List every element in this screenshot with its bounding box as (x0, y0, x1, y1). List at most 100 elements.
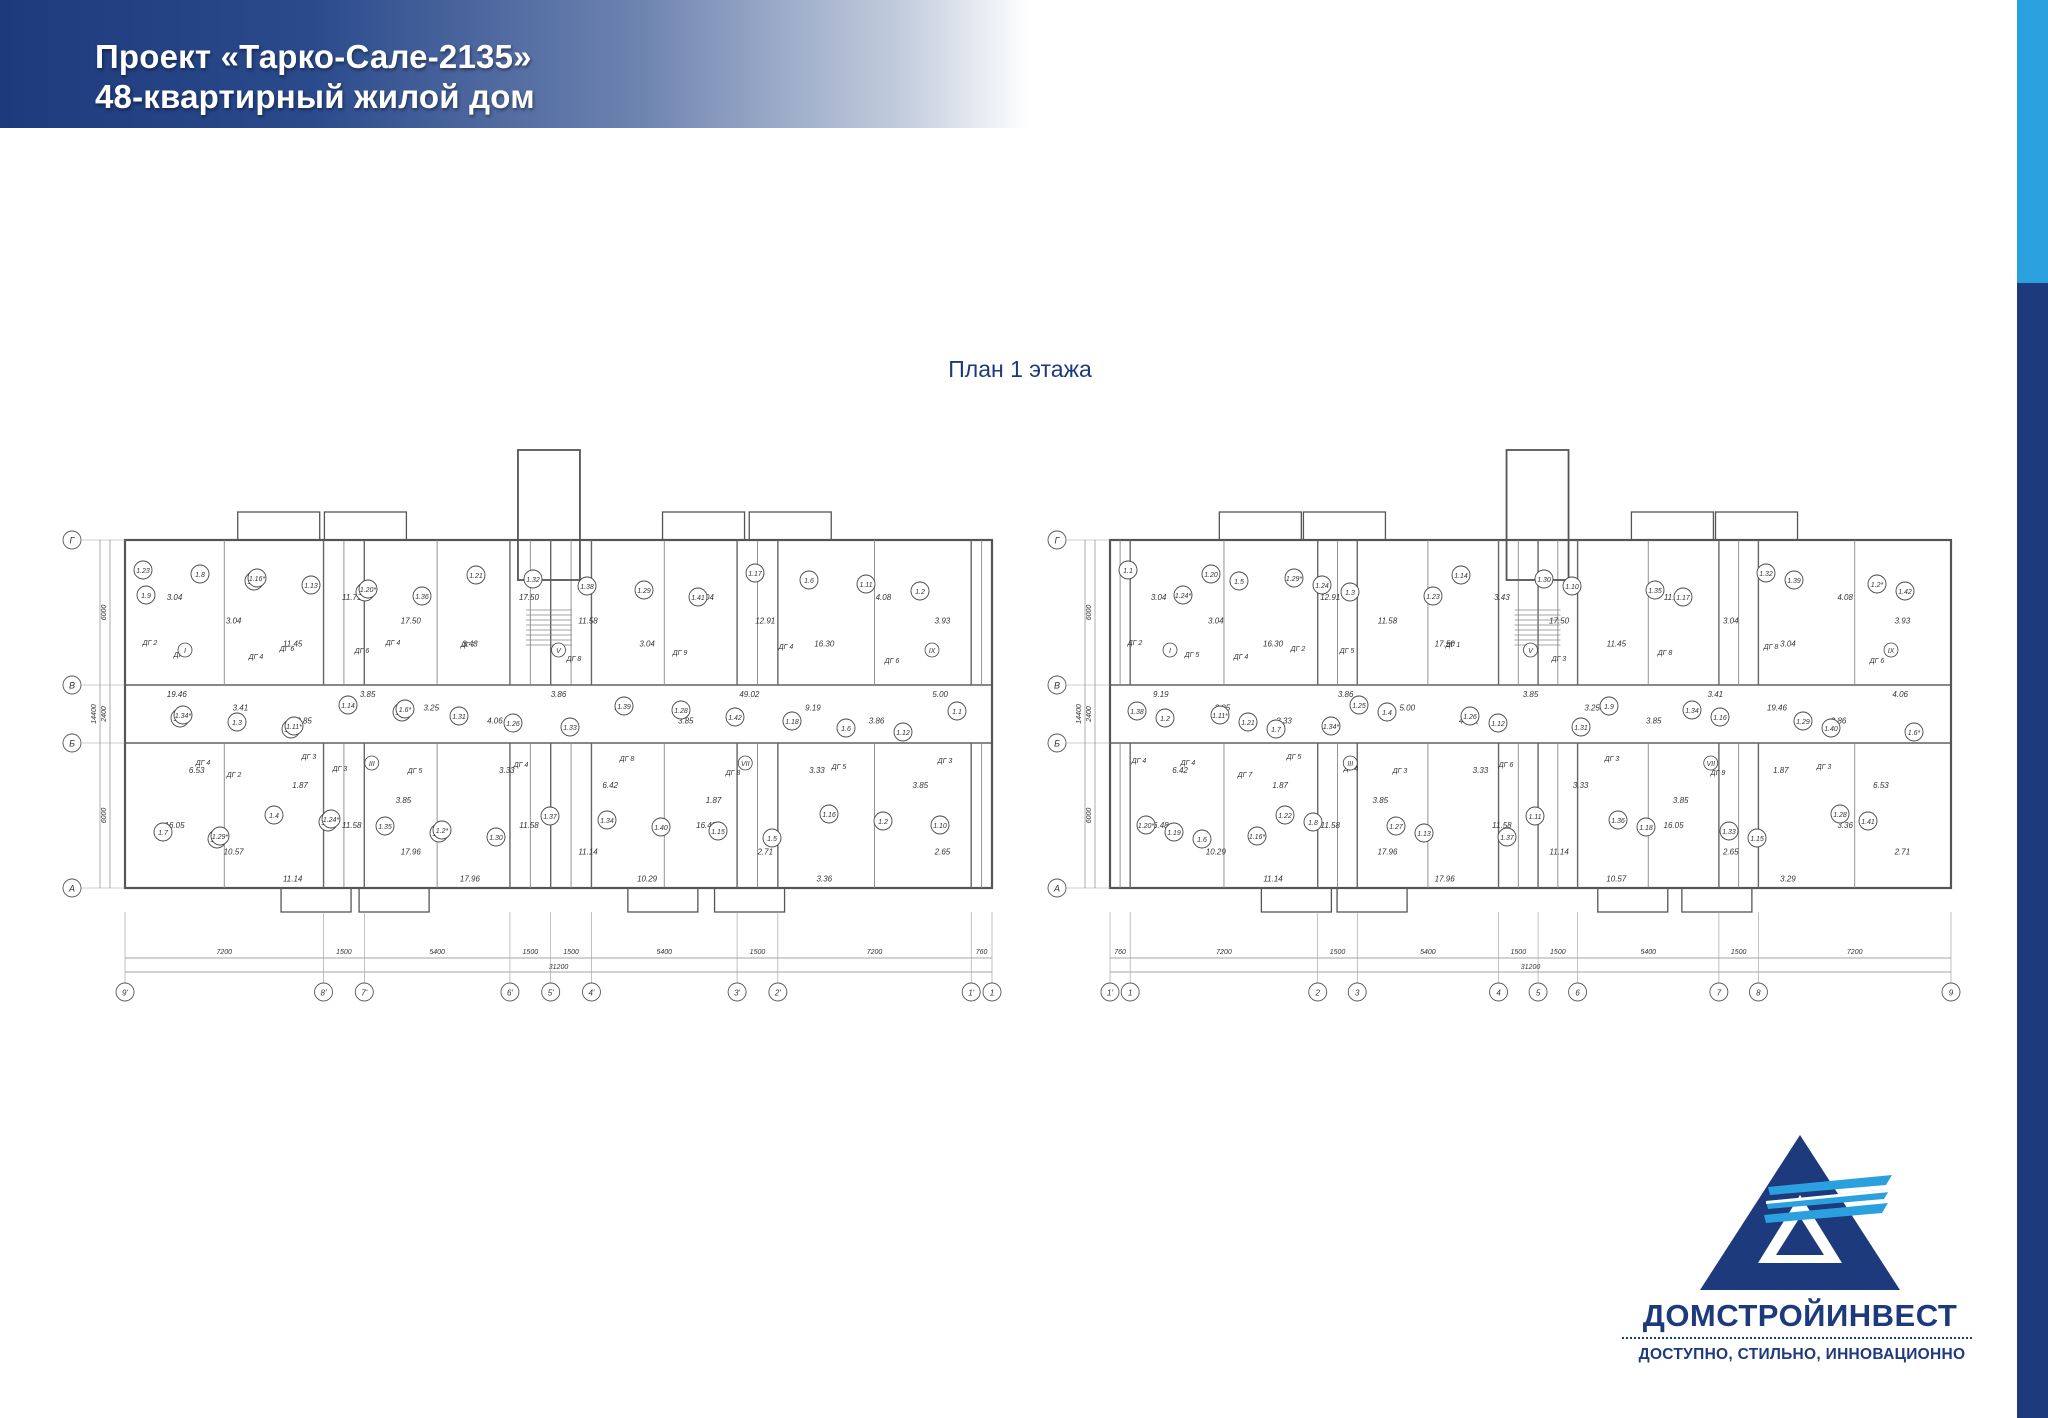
room-number-tag (1562, 576, 1582, 596)
room-number-label: 1.25 (1352, 703, 1366, 710)
room-number-label: 1.16 (1713, 715, 1727, 722)
room-number-tag (910, 581, 930, 601)
column-axis-marker (768, 982, 788, 1002)
room-number-tag (1525, 806, 1545, 826)
room-number-tag (301, 575, 321, 595)
door-tag-label: ДГ 2 (1127, 640, 1143, 647)
room-number-label: 1.6* (1908, 730, 1921, 737)
zone-tag (737, 755, 753, 771)
room-number-tag (836, 718, 856, 738)
column-dimension-label: 1500 (1511, 949, 1527, 956)
room-area-label: 11.14 (578, 848, 598, 857)
room-number-label: 1.41 (1861, 819, 1875, 826)
room-number-tag (1710, 707, 1730, 727)
column-axis-marker (115, 982, 135, 1002)
room-area-label: 3.85 (360, 690, 376, 699)
room-number-tag (1867, 574, 1887, 594)
column-dimension-label: 1500 (750, 949, 766, 956)
zone-tag (1523, 642, 1538, 658)
corridor-band (1109, 684, 1952, 744)
door-tag-label: ДГ 5 (1184, 652, 1200, 659)
room-area-label: 11.45 (1607, 640, 1627, 649)
column-axis-label: 4' (588, 989, 594, 998)
row-dimension-label: 2400 (1086, 706, 1093, 723)
room-number-label: 1.22 (1278, 813, 1292, 820)
room-number-label: 1.6 (841, 726, 851, 733)
column-dimension-label: 760 (1114, 949, 1126, 956)
room-number-tag (1821, 718, 1841, 738)
zone-tag-label: VII (741, 761, 750, 768)
room-number-label: 1.29 (637, 588, 651, 595)
column-axis-label: 2' (774, 989, 781, 998)
company-logo (1700, 1135, 1900, 1290)
door-tag-label: ДГ 4 (778, 644, 794, 651)
room-area-label: 3.85 (1523, 690, 1539, 699)
room-number-tag (247, 568, 267, 588)
total-length-label: 31200 (549, 964, 569, 971)
room-area-label: 3.04 (1723, 616, 1739, 625)
column-dimension-label: 7200 (1847, 949, 1863, 956)
room-number-label: 1.24 (1315, 583, 1329, 590)
room-number-tag (1747, 828, 1767, 848)
room-area-label: 3.04 (1151, 593, 1167, 602)
room-number-label: 1.31 (452, 714, 466, 721)
column-axis-label: 7' (361, 989, 367, 998)
zone-tag (1883, 642, 1899, 658)
door-tag-label: ДГ 3 (332, 766, 348, 773)
room-number-tag (1312, 575, 1332, 595)
room-number-tag (560, 717, 580, 737)
header-banner (0, 0, 1030, 128)
column-axis-label: 5' (548, 989, 554, 998)
room-area-label: 3.85 (396, 796, 412, 805)
room-area-label: 10.57 (224, 848, 245, 857)
total-height-label: 14400 (1076, 704, 1083, 724)
room-number-label: 1.30 (489, 835, 503, 842)
zone-tag-label: III (369, 761, 375, 768)
room-area-label: 3.33 (809, 766, 825, 775)
room-area-label: 3.33 (1473, 766, 1489, 775)
row-axis-label: Г (1055, 536, 1061, 546)
column-axis-marker (961, 982, 981, 1002)
room-number-tag (819, 804, 839, 824)
door-tag-label: ДГ 8 (1657, 650, 1673, 657)
room-area-label: 16.48 (696, 821, 717, 830)
column-axis-marker (500, 982, 520, 1002)
row-axis-label: А (1053, 884, 1060, 894)
room-number-tag (1636, 817, 1656, 837)
balcony (661, 511, 746, 541)
room-area-label: 6.53 (1873, 781, 1889, 790)
room-area-label: 3.86 (551, 690, 567, 699)
column-axis-label: 9' (122, 989, 128, 998)
room-number-label: 1.10 (1565, 584, 1579, 591)
room-number-label: 1.41 (691, 595, 705, 602)
zone-tag (1162, 642, 1178, 658)
door-tag-label: ДГ 6 (884, 658, 900, 665)
room-number-tag (1793, 711, 1813, 731)
corridor-band (124, 684, 993, 744)
room-number-label: 1.11* (286, 724, 302, 731)
room-number-label: 1.38 (580, 584, 594, 591)
room-number-tag (1534, 569, 1554, 589)
room-number-label: 1.2 (878, 819, 888, 826)
room-number-label: 1.31 (1574, 725, 1588, 732)
room-area-label: 6.42 (602, 781, 618, 790)
column-axis-marker (581, 982, 601, 1002)
column-axis-label: 4 (1496, 989, 1501, 998)
room-number-label: 1.16 (822, 812, 836, 819)
room-number-tag (449, 706, 469, 726)
row-axis-label: В (1054, 681, 1060, 691)
balcony (358, 887, 430, 913)
room-number-label: 1.6 (804, 578, 814, 585)
room-number-label: 1.7 (158, 830, 169, 837)
room-number-tag (873, 811, 893, 831)
door-tag-label: ДГ 6 (279, 646, 295, 653)
column-dimension-label: 1500 (1330, 949, 1346, 956)
column-axis-label: 1 (990, 989, 994, 998)
row-axis-label: В (69, 681, 75, 691)
row-dimension-label: 6000 (1086, 605, 1093, 621)
column-axis-label: 1' (1107, 989, 1113, 998)
room-number-tag (358, 579, 378, 599)
zone-tag (1703, 755, 1719, 771)
room-number-label: 1.4 (1382, 710, 1392, 717)
